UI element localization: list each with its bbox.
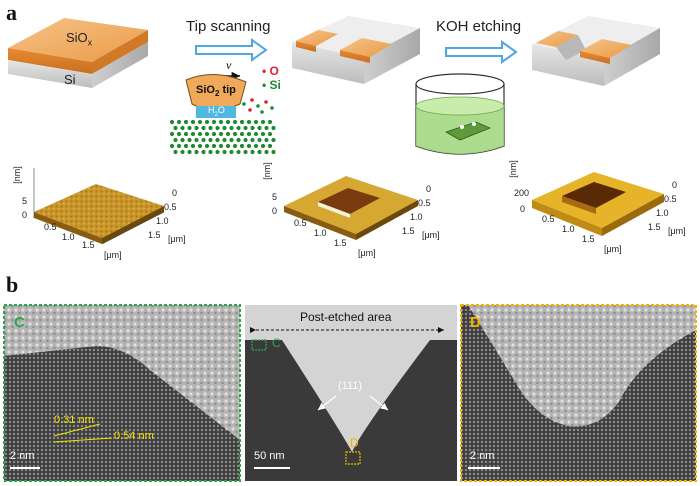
legend-si: • Si	[262, 78, 281, 92]
afm1-zlabel: [nm]	[11, 166, 22, 184]
afm2-ytick-1: 0	[426, 184, 432, 194]
lattice-spacing-1: 0.31 nm	[54, 414, 94, 426]
afm-map-2	[284, 176, 418, 240]
afm3-xtick-3: 1.5	[582, 234, 595, 244]
afm1-ytick-4: 1.5	[148, 230, 161, 240]
afm3-zlabel: [nm]	[507, 160, 518, 178]
afm1-ytick-3: 1.0	[156, 216, 169, 226]
afm1-xtick-3: 1.5	[82, 240, 95, 250]
afm1-ytick-1: 0	[172, 188, 178, 198]
tip-schematic	[185, 71, 247, 118]
legend-o: • O	[262, 64, 279, 78]
afm3-xtick-2: 1.0	[562, 224, 575, 234]
koh-beaker	[415, 73, 505, 155]
afm2-ytick-4: 1.5	[402, 226, 415, 236]
marker-d: D	[350, 436, 359, 450]
tem-right-tag: D	[470, 314, 481, 331]
etched-slab	[532, 16, 660, 86]
tem-left	[3, 304, 241, 482]
sio-si-slab	[8, 18, 148, 88]
lattice-spacing-2: 0.54 nm	[114, 430, 154, 442]
afm2-ztick-top: 5	[272, 192, 278, 202]
panel-label-a: a	[6, 0, 17, 25]
marker-c: C	[272, 336, 281, 350]
afm2-xtick-3: 1.5	[334, 238, 347, 248]
afm3-ytick-4: 1.5	[648, 222, 661, 232]
tip-scanning-label: Tip scanning	[186, 18, 271, 35]
afm2-xtick-1: 0.5	[294, 218, 307, 228]
afm-map-1	[33, 168, 165, 245]
afm3-ytick-3: 1.0	[656, 208, 669, 218]
afm1-ztick-top: 5	[22, 196, 28, 206]
afm2-yunit: [μm]	[422, 230, 440, 240]
afm3-ytick-2: 0.5	[664, 194, 677, 204]
afm1-yunit: [μm]	[168, 234, 186, 244]
afm2-zlabel: [nm]	[261, 162, 272, 180]
tem-center-scale: 50 nm	[254, 450, 285, 462]
afm2-ytick-2: 0.5	[418, 198, 431, 208]
oxide-dots	[242, 98, 274, 114]
koh-etching-label: KOH etching	[436, 18, 522, 35]
tem-right-scale: 2 nm	[470, 450, 495, 462]
afm-map-3	[532, 172, 664, 236]
velocity-label: v	[226, 58, 232, 72]
koh-etching-arrow	[445, 40, 518, 64]
afm2-ztick-bottom: 0	[272, 206, 278, 216]
afm2-xtick-2: 1.0	[314, 228, 327, 238]
tem-right	[460, 304, 697, 482]
afm3-yunit: [μm]	[668, 226, 686, 236]
si-label: Si	[64, 72, 76, 87]
tem-left-tag: C	[14, 314, 25, 331]
afm1-xunit: [μm]	[104, 250, 122, 260]
afm2-ytick-3: 1.0	[410, 212, 423, 222]
tip-scanning-arrow	[195, 38, 268, 62]
tem-center	[245, 305, 457, 481]
tip-label: SiO2 tip	[196, 84, 236, 99]
afm3-ytick-1: 0	[672, 180, 678, 190]
tem-left-scale: 2 nm	[10, 450, 35, 462]
afm1-ztick-bottom: 0	[22, 210, 28, 220]
post-etched-label: Post-etched area	[300, 310, 392, 324]
patterned-slab	[292, 16, 420, 84]
sio-label: SiOx	[66, 30, 93, 48]
plane-label: (111)	[338, 380, 363, 392]
silicon-lattice-dots	[169, 119, 276, 155]
afm2-xunit: [μm]	[358, 248, 376, 258]
panel-label-b: b	[6, 272, 19, 297]
afm3-xtick-1: 0.5	[542, 214, 555, 224]
water-label: H2O	[208, 105, 225, 118]
afm1-xtick-2: 1.0	[62, 232, 75, 242]
afm3-ztick-top: 200	[514, 188, 530, 198]
afm3-ztick-bottom: 0	[520, 204, 526, 214]
afm1-xtick-1: 0.5	[44, 222, 57, 232]
afm1-ytick-2: 0.5	[164, 202, 177, 212]
afm3-xunit: [μm]	[604, 244, 622, 254]
